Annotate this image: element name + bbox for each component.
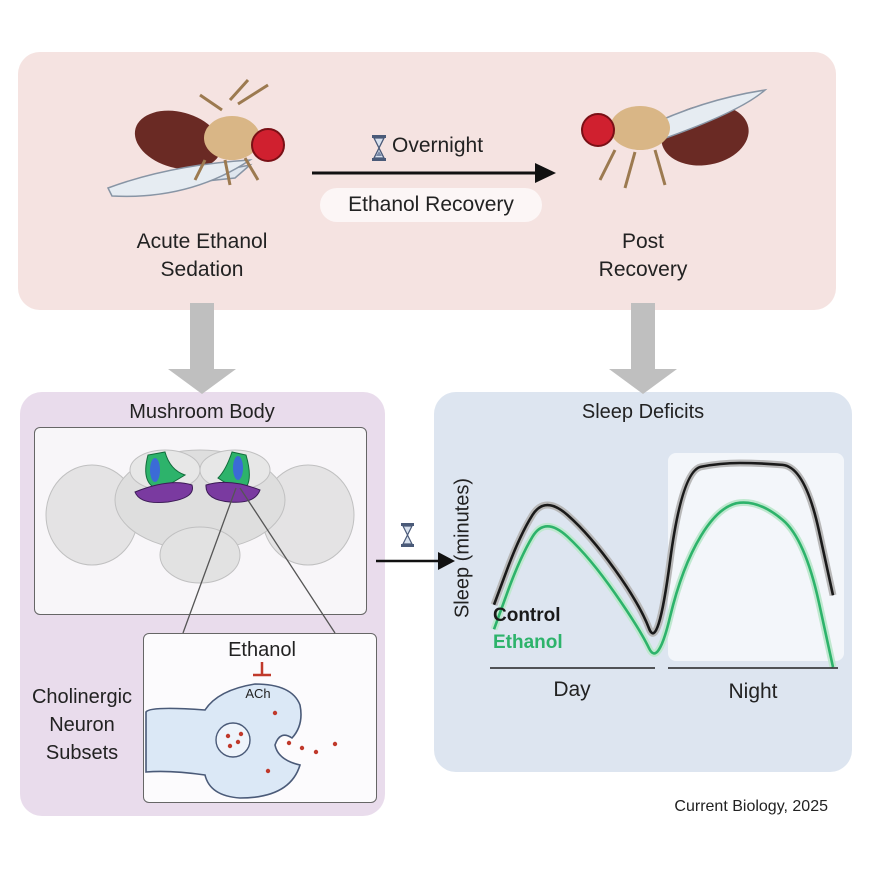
night-label: Night: [728, 680, 778, 703]
mushroom-body-title: Mushroom Body: [129, 401, 275, 423]
down-arrow-left: [168, 303, 236, 394]
right-label-line1: Post: [621, 230, 665, 253]
overnight-arrowhead: [535, 163, 556, 183]
day-label: Day: [553, 678, 591, 701]
left-label-line2: Sedation: [160, 258, 244, 281]
vesicle: [215, 722, 251, 758]
series-line-control: [492, 461, 835, 635]
hourglass-icon-small: [401, 523, 414, 547]
mushroom-body-right: [205, 451, 261, 503]
right-label-line2: Recovery: [598, 258, 688, 281]
y-axis-label: Sleep (minutes): [451, 477, 474, 619]
down-arrow-right: [609, 303, 677, 394]
overnight-label: Overnight: [392, 134, 484, 157]
ach-label: ACh: [245, 686, 271, 701]
caption: Current Biology, 2025: [674, 798, 828, 815]
mushroom-body-left: [134, 451, 193, 503]
recovery-label-background: [320, 188, 542, 222]
night-shade: [668, 453, 844, 661]
recovered-fly-icon: [581, 88, 768, 189]
series-line-ethanol: [492, 501, 835, 668]
legend-ethanol: Ethanol: [493, 632, 563, 653]
neuron-label-line1: Cholinergic: [31, 686, 133, 708]
neuron-label-line3: Subsets: [45, 742, 119, 764]
ethanol-synapse-label: Ethanol: [228, 639, 296, 661]
hourglass-icon: [372, 135, 386, 161]
brain-icon: [45, 449, 355, 584]
sleep-deficits-title: Sleep Deficits: [581, 401, 705, 423]
neuron-label-line2: Neuron: [49, 714, 115, 736]
zoom-line-left: [182, 487, 237, 634]
zoom-line-right: [239, 487, 336, 634]
legend-control: Control: [493, 605, 561, 626]
left-label-line1: Acute Ethanol: [136, 230, 268, 253]
ethanol-recovery-label: Ethanol Recovery: [348, 193, 514, 216]
sleep-curves: [490, 459, 837, 668]
sedated-fly-icon: [106, 78, 285, 198]
